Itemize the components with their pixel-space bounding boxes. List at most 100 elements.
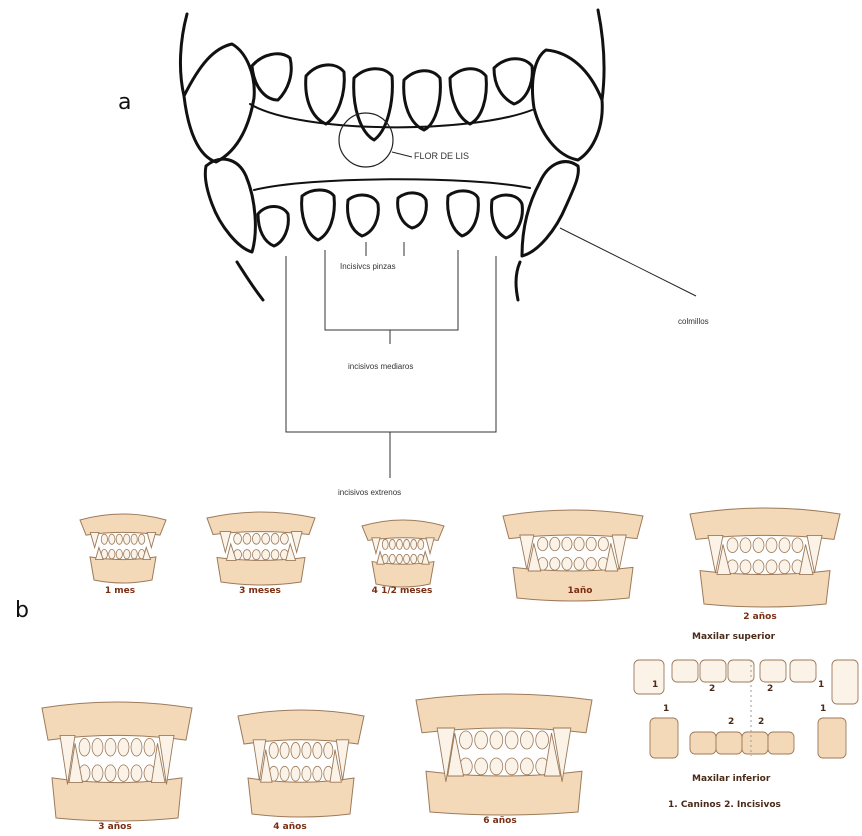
jaw-6-upper-incisor bbox=[79, 738, 90, 756]
jaw-4-upper-incisor bbox=[538, 537, 548, 551]
jaw-8-upper-gum bbox=[416, 694, 592, 733]
jaw-6-upper-gum bbox=[42, 702, 192, 740]
jaw-7-upper-incisor bbox=[269, 742, 278, 758]
jaw-2-lower-gum bbox=[217, 558, 305, 585]
jaw-4-upper-incisor bbox=[550, 537, 560, 551]
ref-upper-incisor bbox=[760, 660, 786, 682]
jaw-1-lower-incisor bbox=[109, 549, 115, 559]
jaw-2-upper-incisor bbox=[252, 533, 260, 544]
jaw-7-lower-incisor bbox=[291, 766, 300, 781]
jaw-1-upper-incisor bbox=[124, 534, 130, 544]
ref-lower-incisor bbox=[716, 732, 742, 754]
jaw-7-lower-incisor bbox=[302, 766, 311, 781]
jaw-3-lower-incisor bbox=[396, 554, 402, 563]
legend-text: 1. Caninos 2. Incisivos bbox=[668, 800, 781, 810]
age-caption-7: 4 años bbox=[240, 822, 340, 832]
jaw-3-lower-gum bbox=[372, 562, 434, 587]
jaw-4-lower-incisor bbox=[574, 558, 584, 571]
jaw-1-lower-gum bbox=[90, 557, 156, 583]
jaw-8-lower-gum bbox=[426, 771, 582, 815]
ref-upper-canine-right bbox=[832, 660, 858, 704]
jaw-4-lower-incisor bbox=[562, 558, 572, 571]
jaw-3-upper-incisor bbox=[404, 539, 410, 549]
jaw-2-upper-gum bbox=[207, 512, 315, 534]
jaw-1-upper-incisor bbox=[101, 534, 107, 544]
jaw-1-upper-incisor bbox=[109, 534, 115, 544]
age-caption-8: 6 años bbox=[450, 816, 550, 826]
ref-num-lower-canine-left: 1 bbox=[663, 704, 669, 714]
jaw-4-upper-incisor bbox=[574, 537, 584, 551]
jaw-1-upper-incisor bbox=[139, 534, 145, 544]
jaw-5-upper-incisor bbox=[727, 538, 738, 553]
jaw-2-upper-incisor bbox=[262, 533, 270, 544]
jaw-5-lower-incisor bbox=[779, 560, 790, 574]
jaw-8-upper-incisor bbox=[490, 731, 503, 749]
jaw-7-upper-incisor bbox=[324, 742, 333, 758]
jaw-5-lower-gum bbox=[700, 571, 830, 607]
jaw-2-upper-incisor bbox=[271, 533, 279, 544]
jaw-2-upper-incisor bbox=[234, 533, 242, 544]
jaw-7-upper-incisor bbox=[280, 742, 289, 758]
jaw-1-lower-incisor bbox=[131, 549, 137, 559]
jaw-6-lower-incisor bbox=[118, 765, 129, 782]
jaw-1-upper-incisor bbox=[131, 534, 137, 544]
jaw-2-lower-incisor bbox=[271, 550, 279, 560]
jaw-5-upper-incisor bbox=[740, 538, 751, 553]
jaw-6-upper-incisor bbox=[144, 738, 155, 756]
jaw-4-lower-incisor bbox=[586, 558, 596, 571]
jaw-3-upper-incisor bbox=[389, 539, 395, 549]
jaw-6-lower-incisor bbox=[131, 765, 142, 782]
ref-upper-incisor bbox=[728, 660, 754, 682]
ref-num-upper-canine-right: 1 bbox=[818, 680, 824, 690]
jaw-8-upper-incisor bbox=[536, 731, 549, 749]
maxilar-superior-label: Maxilar superior bbox=[692, 632, 775, 642]
jaw-3-upper-canine-left bbox=[372, 538, 380, 554]
jaw-8-lower-incisor bbox=[505, 758, 518, 775]
jaw-7-lower-gum bbox=[248, 778, 354, 817]
jaw-3-lower-incisor bbox=[389, 554, 395, 563]
ref-upper-incisor bbox=[672, 660, 698, 682]
jaw-2-lower-incisor bbox=[243, 550, 251, 560]
ref-upper-incisor bbox=[700, 660, 726, 682]
jaw-8-lower-incisor bbox=[475, 758, 488, 775]
jaw-7-upper-gum bbox=[238, 710, 364, 744]
jaw-7-upper-incisor bbox=[302, 742, 311, 758]
ref-num-lower-canine-right: 1 bbox=[820, 704, 826, 714]
jaw-8-upper-incisor bbox=[459, 731, 472, 749]
jaw-6-lower-incisor bbox=[92, 765, 103, 782]
jaw-2-upper-incisor bbox=[280, 533, 288, 544]
maxilar-inferior-label: Maxilar inferior bbox=[692, 774, 770, 784]
ref-num-lower-incisor-left: 2 bbox=[728, 717, 734, 727]
ref-num-lower-incisor-right: 2 bbox=[758, 717, 764, 727]
age-caption-4: 1año bbox=[525, 586, 635, 596]
jaw-4-lower-incisor bbox=[550, 558, 560, 571]
ref-upper-canine-left bbox=[634, 660, 664, 694]
jaw-3-upper-incisor bbox=[411, 539, 417, 549]
jaw-8-upper-incisor bbox=[505, 731, 518, 749]
age-caption-6: 3 años bbox=[60, 822, 170, 832]
jaw-4-upper-incisor bbox=[598, 537, 608, 551]
jaw-3-lower-incisor bbox=[411, 554, 417, 563]
jaw-2-upper-incisor bbox=[243, 533, 251, 544]
jaw-3-upper-incisor bbox=[396, 539, 402, 549]
jaw-3-upper-incisor bbox=[418, 539, 424, 549]
jaw-5-upper-gum bbox=[690, 508, 840, 539]
jaw-5-upper-incisor bbox=[792, 538, 803, 553]
ref-num-upper-incisor-left: 2 bbox=[709, 684, 715, 694]
ref-lower-canine-left bbox=[650, 718, 678, 758]
jaw-6-lower-gum bbox=[52, 778, 182, 821]
jaw-1-upper-canine-right bbox=[147, 532, 156, 547]
jaw-1-lower-incisor bbox=[124, 549, 130, 559]
jaw-2-upper-canine-right bbox=[291, 532, 302, 553]
jaw-6-upper-incisor bbox=[105, 738, 116, 756]
jaw-7-upper-incisor bbox=[291, 742, 300, 758]
jaw-2-lower-incisor bbox=[262, 550, 270, 560]
jaw-1-upper-incisor bbox=[116, 534, 122, 544]
jaw-8-upper-incisor bbox=[475, 731, 488, 749]
jaw-8-lower-incisor bbox=[490, 758, 503, 775]
jaw-1-upper-canine-left bbox=[90, 532, 99, 547]
jaw-5-upper-incisor bbox=[753, 538, 764, 553]
ref-upper-incisor bbox=[790, 660, 816, 682]
jaw-5-lower-incisor bbox=[766, 560, 777, 574]
